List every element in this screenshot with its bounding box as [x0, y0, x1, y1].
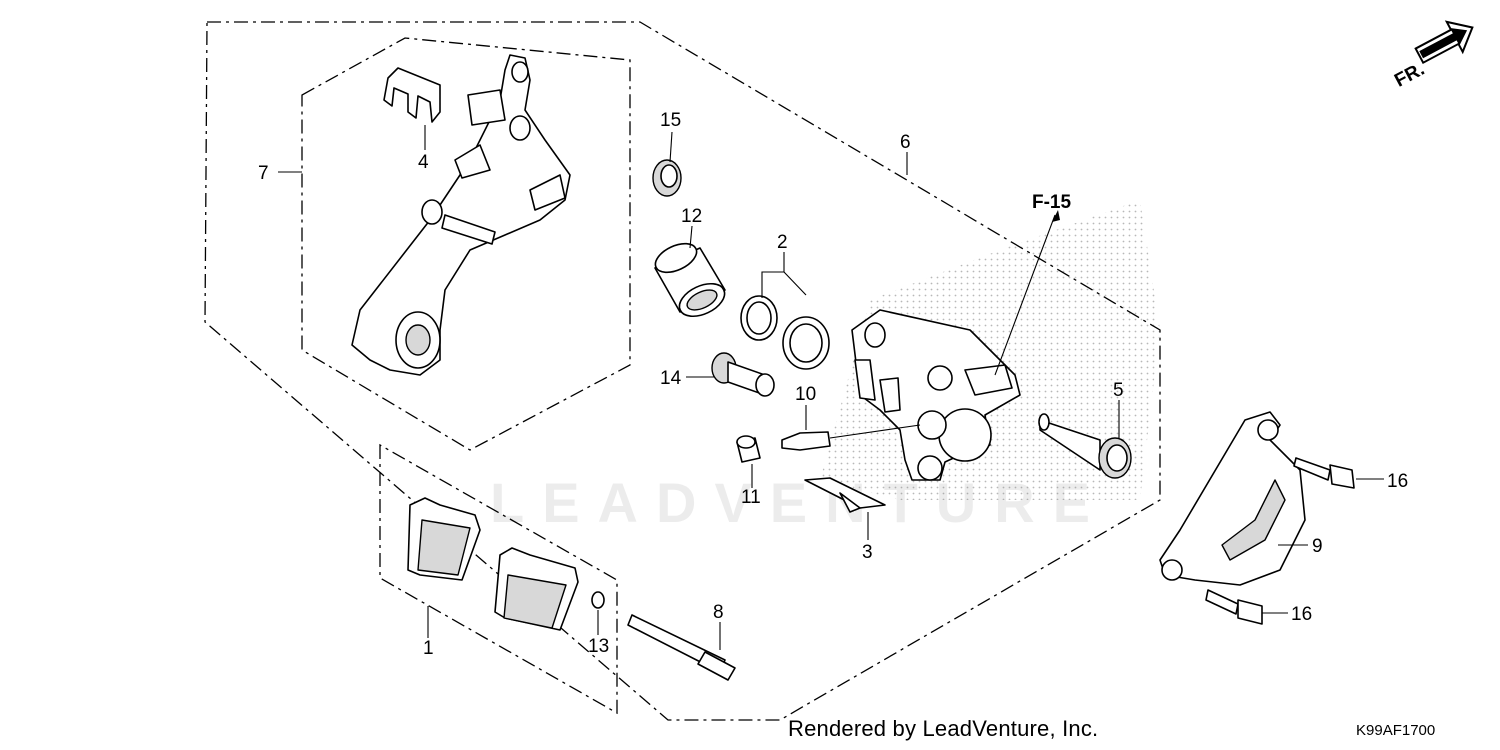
callout-3: 3: [862, 542, 873, 563]
callout-5: 5: [1113, 380, 1124, 401]
bleeder-valve: [781, 431, 831, 451]
callout-9: 9: [1312, 536, 1323, 557]
bleeder-screw-cap: [736, 435, 761, 463]
callout-12: 12: [681, 206, 702, 227]
callout-2: 2: [777, 232, 788, 253]
piston: [654, 242, 726, 318]
credit-text: Rendered by LeadVenture, Inc.: [788, 716, 1099, 741]
callout-11: 11: [741, 487, 761, 508]
diagram-code: K99AF1700: [1356, 722, 1436, 739]
callout-8: 8: [713, 602, 724, 623]
slide-pin: [711, 352, 775, 397]
brake-pads: [407, 497, 579, 631]
callout-14: 14: [660, 368, 682, 389]
callout-4: 4: [418, 152, 429, 173]
caliper-bracket: [351, 54, 571, 376]
front-direction-arrow: [1414, 20, 1474, 65]
pad-pin: [627, 614, 736, 681]
callout-13: 13: [588, 636, 609, 657]
callout-10: 10: [795, 384, 816, 405]
reference-label: F-15: [1032, 192, 1072, 213]
bleeder-cap: [652, 159, 682, 197]
piston-seals: [740, 295, 830, 370]
callout-6: 6: [900, 132, 911, 153]
pad-spring: [804, 477, 886, 513]
callout-15: 15: [660, 110, 681, 131]
assembly-1-outline: [379, 443, 618, 715]
caliper-bolt: [1038, 413, 1132, 479]
assembly-7-outline: [301, 37, 631, 451]
callout-16-upper: 16: [1387, 471, 1408, 492]
callout-16-lower: 16: [1291, 604, 1312, 625]
callout-1: 1: [423, 638, 434, 659]
caliper-body: [851, 309, 1021, 481]
pad-spring-clip: [383, 67, 441, 123]
pad-pin-washer: [591, 591, 605, 609]
callout-7: 7: [258, 163, 269, 184]
assembly-6-outline: [204, 21, 1161, 721]
caliper-guard: [1159, 411, 1306, 586]
guard-bolts: [1205, 457, 1355, 625]
